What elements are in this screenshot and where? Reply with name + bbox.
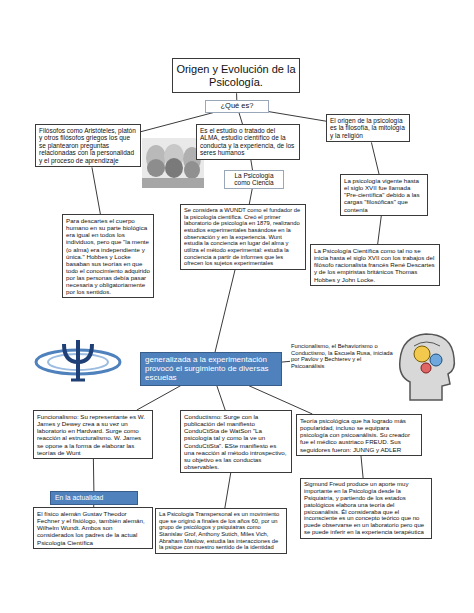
node-text: Funcionalismo: Su representante es W. Ja…	[37, 413, 149, 456]
concept-box: Sigmund Freud produce un aporte muy impo…	[300, 478, 432, 539]
psi-logo	[34, 336, 122, 384]
connector-line	[93, 459, 95, 491]
node-text: El físico alemán Gustav Theodor Fechner …	[37, 510, 149, 546]
node-text: La Psicología Transpersonal es un movimi…	[159, 511, 283, 551]
question-box: ¿Qué es?	[205, 100, 269, 113]
connector-line	[236, 93, 237, 100]
concept-note: Funcionalismo, el Behaviorismo o Conduct…	[290, 342, 396, 371]
connector-line	[361, 456, 363, 478]
concept-box: La Psicología Transpersonal es un movimi…	[155, 508, 287, 554]
node-text: Sigmund Freud produce un aporte muy impo…	[304, 481, 428, 536]
node-text: La Psicología Científica como tal no se …	[314, 247, 436, 283]
node-text: ¿Qué es?	[208, 102, 266, 111]
title-box: Origen y Evolución de la Psicología.	[172, 58, 300, 93]
node-text: Conductismo: Surge con la publicación de…	[184, 413, 288, 470]
head-illustration	[396, 330, 458, 404]
node-text: Se considera a WUNDT como el fundador de…	[184, 207, 302, 267]
connector-line	[137, 386, 181, 410]
node-text: Funcionalismo, el Behaviorismo o Conduct…	[291, 343, 395, 370]
highlight-band: generalizada a la experimentación provoc…	[140, 352, 282, 386]
connector-line	[371, 142, 379, 174]
concept-box: Es el estudio o tratado del ALMA, estudi…	[196, 124, 300, 160]
connector-line	[249, 189, 252, 204]
node-text: Teoría psicológica que ha logrado más po…	[300, 417, 418, 453]
concept-box: Se considera a WUNDT como el fundador de…	[180, 204, 306, 270]
concept-box: La psicología vigente hasta el siglo XVI…	[340, 174, 428, 216]
connector-line	[282, 361, 290, 363]
node-text: En la actualidad	[55, 494, 133, 502]
node-text: Filósofos como Aristóteles, platón y otr…	[39, 127, 137, 164]
node-text: La psicología vigente hasta el siglo XVI…	[344, 177, 424, 213]
concept-box: El físico alemán Gustav Theodor Fechner …	[33, 507, 153, 549]
philosophers-illustration	[142, 138, 204, 188]
connector-line	[217, 386, 225, 410]
connector-line	[251, 160, 253, 170]
concept-box: Conductismo: Surge con la publicación de…	[180, 410, 292, 473]
concept-box: Funcionalismo: Su representante es W. Ja…	[33, 410, 153, 459]
connector-line	[239, 113, 243, 124]
connector-line	[225, 473, 231, 508]
node-text: generalizada a la experimentación provoc…	[145, 355, 277, 383]
node-text: Para descartes el cuerpo humano en su pa…	[66, 217, 150, 295]
connector-line	[269, 112, 326, 122]
connector-line	[378, 216, 382, 244]
connector-line	[92, 167, 100, 214]
concept-box: Filósofos como Aristóteles, platón y otr…	[35, 124, 141, 167]
concept-box: Para descartes el cuerpo humano en su pa…	[62, 214, 154, 298]
concept-box: El origen de la psicología es la filosof…	[326, 114, 410, 142]
node-text: Origen y Evolución de la Psicología.	[176, 63, 296, 88]
node-text: El origen de la psicología es la filosof…	[330, 117, 406, 139]
concept-box: La Psicología como Ciencia	[224, 170, 284, 189]
node-text: La Psicología como Ciencia	[227, 172, 281, 187]
concept-box: La Psicología Científica como tal no se …	[310, 244, 440, 286]
highlight-band: En la actualidad	[50, 491, 138, 505]
node-text: Es el estudio o tratado del ALMA, estudi…	[200, 127, 296, 157]
concept-box: Teoría psicológica que ha logrado más po…	[296, 414, 422, 456]
connector-line	[215, 270, 235, 352]
